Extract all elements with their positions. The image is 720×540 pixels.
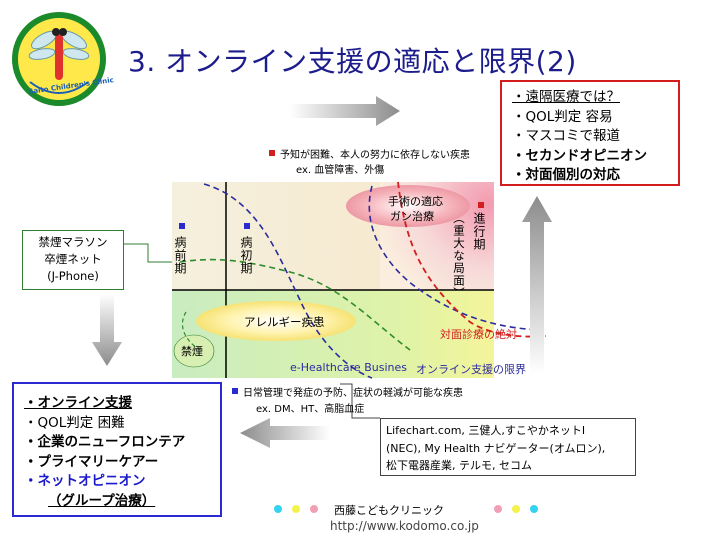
bottom-note-line2: ex. DM、HT、高脂血症 [256, 404, 365, 415]
footer-dot-icon [274, 505, 282, 513]
ehealth-label: e-Healthcare Busines [290, 361, 407, 374]
red-box-item: ・セカンドオピニオン [512, 147, 647, 164]
service-line: Lifechart.com, 三健人,すこやかネットI [386, 424, 586, 437]
red-box-item: ・遠隔医療では？ [512, 89, 620, 105]
red-box-item: ・マスコミで報道 [512, 128, 620, 144]
face-limit-curve [368, 185, 541, 331]
allergy-ellipse [196, 301, 356, 341]
red-box-item: ・QOL判定 容易 [512, 108, 613, 125]
smoking-cessation-box: 禁煙マラソン 卒煙ネット (J-Phone) [22, 230, 124, 290]
service-line: 松下電器産業, テルモ, セコム [386, 459, 532, 472]
footer-dot-icon [310, 505, 318, 513]
footer-dot-icon [494, 505, 502, 513]
allergy-label: アレルギー疾患 [244, 315, 325, 329]
clinic-logo: Saito Children's Clinic [12, 12, 114, 106]
remote-medicine-box: ・遠隔医療では？ ・QOL判定 容易 ・マスコミで報道 ・セカンドオピニオン ・… [500, 80, 680, 186]
blue-box-item: ・オンライン支援 [24, 395, 132, 411]
blue-box-item: ・プライマリーケアー [24, 453, 159, 470]
label-advanced: 進行期 [472, 212, 486, 251]
online-support-box: ・オンライン支援 ・QOL判定 困難 ・企業のニューフロンテア ・プライマリーケ… [12, 382, 222, 517]
blue-box-item: ・企業のニューフロンテア [24, 434, 186, 450]
left-arrow-icon [240, 418, 330, 448]
footer-url[interactable]: http://www.kodomo.co.jp [330, 519, 479, 533]
early-marker-icon [244, 223, 250, 229]
service-line: (NEC), My Health ナビゲーター(オムロン), [386, 441, 606, 455]
right-arrow-icon [290, 96, 400, 126]
label-early: 病初期 [239, 236, 253, 275]
green-curve-small [181, 311, 201, 351]
nosmoke-label: 禁煙 [181, 345, 203, 358]
top-note-line2: ex. 血管障害、外傷 [296, 165, 385, 176]
page-title: 3. オンライン支援の適応と限界(2) [128, 45, 577, 78]
smoke-box-line: (J-Phone) [47, 269, 99, 283]
smoke-box-line: 禁煙マラソン [38, 235, 108, 249]
footer-dot-icon [530, 505, 538, 513]
prestage-marker-icon [179, 223, 185, 229]
blue-box-item: ・ネットオピニオン [24, 473, 146, 489]
smoke-connector [124, 243, 172, 263]
top-note-marker-icon [269, 150, 275, 156]
bottom-note-line1: 日常管理で発症の予防、症状の軽減が可能な疾患 [243, 388, 463, 399]
blue-box-item: （グループ治療） [48, 492, 156, 509]
blue-box-item: ・QOL判定 困難 [24, 414, 125, 431]
advanced-marker-icon [478, 202, 484, 208]
services-box: Lifechart.com, 三健人,すこやかネットI (NEC), My He… [380, 418, 636, 476]
nosmoke-ellipse [173, 334, 215, 368]
up-arrow-icon [522, 196, 552, 374]
label-prestage: 病前期 [173, 236, 187, 275]
service-connector [340, 383, 380, 419]
surgery-label: 手術の適応 [388, 195, 443, 208]
red-box-item: ・対面個別の対応 [512, 167, 620, 183]
label-advanced-sub: （重大な局面） [452, 212, 466, 300]
online-limit-label: オンライン支援の限界 [416, 363, 526, 376]
dragonfly-logo-icon [12, 12, 106, 106]
face-absolute-curve [397, 181, 547, 338]
cancer-label: ガン治療 [390, 210, 434, 223]
bottom-note-marker-icon [232, 388, 238, 394]
green-curve [179, 258, 411, 351]
smoke-box-line: 卒煙ネット [44, 252, 102, 266]
surgery-ellipse [346, 185, 470, 227]
top-note-line1: 予知が困難、本人の努力に依存しない疾患 [280, 150, 470, 161]
online-limit-curve [203, 183, 373, 379]
footer-dot-icon [292, 505, 300, 513]
footer-clinic-name: 西藤こどもクリニック [334, 504, 444, 517]
face-limit-label: 対面診療の絶対 [440, 328, 517, 341]
footer-dot-icon [512, 505, 520, 513]
down-arrow-icon [92, 294, 122, 366]
